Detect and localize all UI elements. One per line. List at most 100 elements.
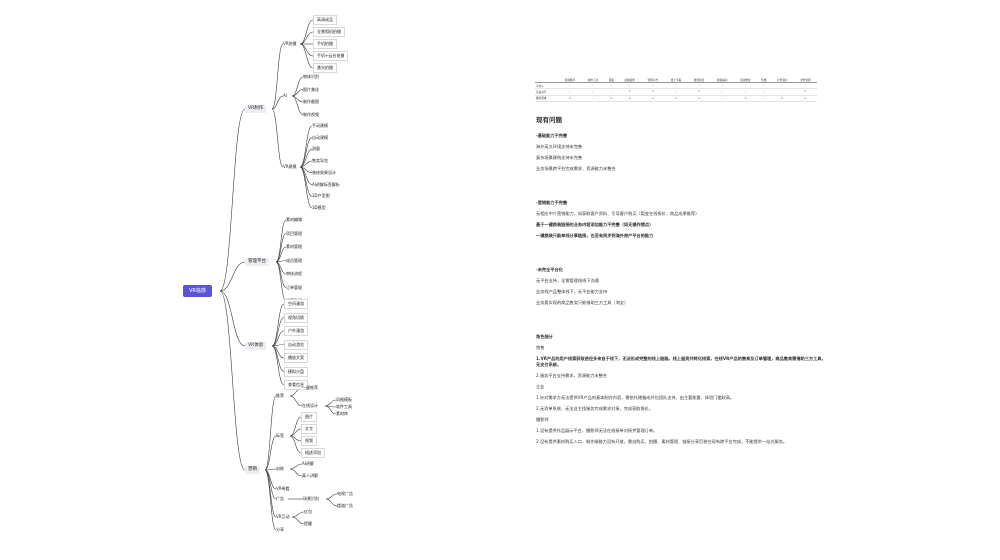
check-icon: ✓ xyxy=(558,88,582,96)
check-icon: ✓ xyxy=(687,82,711,90)
connector xyxy=(275,233,287,263)
cross-icon: ✕ xyxy=(687,88,711,96)
mindmap-leaf: 风格模板 xyxy=(336,397,352,402)
connector xyxy=(271,345,285,372)
connector xyxy=(289,463,303,470)
connector xyxy=(271,108,284,168)
mindmap-leaf: 户外漫游 xyxy=(284,326,308,336)
note-line: 业务线产品整体线下，无平台能力支持 xyxy=(536,289,608,294)
cross-icon: ✕ xyxy=(618,88,642,96)
mindmap-leaf: 楼道广告 xyxy=(337,503,353,508)
mindmap-leaf: 播放文案 xyxy=(284,353,308,363)
connector xyxy=(299,137,313,168)
connector xyxy=(219,290,246,471)
note-line: 海外英文环境支持未完善 xyxy=(536,144,583,149)
check-icon: ✓ xyxy=(558,82,582,90)
cross-icon: ✕ xyxy=(558,95,582,102)
mindmap-leaf: 在线设计 xyxy=(302,403,318,408)
mindmap-leaf: 文字 xyxy=(301,424,317,434)
mindmap-leaf: 手机拍摄 xyxy=(313,39,337,49)
mindmap-subgroup: 训练 xyxy=(276,466,284,471)
note-line: 一键换装只能单线分享链接，也没有同步到海外房产平台的能力 xyxy=(536,233,654,238)
row-label: 竞品对手 xyxy=(535,88,559,96)
mindmap-leaf: 描述添加 xyxy=(301,448,325,458)
note-line: 无相应中介营销能力，如获取客户资料、引导客户购买（裂变在线报价、商品成果推荐） xyxy=(536,211,700,216)
cross-icon: ✕ xyxy=(618,95,642,102)
check-icon: ✓ xyxy=(793,82,817,90)
mindmap-leaf: AI讲解标签解析 xyxy=(312,181,340,187)
connector xyxy=(219,290,246,347)
check-icon: ✓ xyxy=(604,82,619,90)
connector xyxy=(299,43,314,57)
connector xyxy=(275,246,287,263)
check-icon: ✓ xyxy=(770,88,794,96)
row-label: 我的需求 xyxy=(535,95,559,102)
section-heading: -基础能力不完善 xyxy=(536,133,568,138)
cross-icon: ✕ xyxy=(687,95,711,102)
row-label: 平台A xyxy=(535,82,559,90)
table-header-cell: 楼盘预览 xyxy=(687,77,711,84)
table-header-cell: 户型展示 xyxy=(770,77,794,84)
check-icon: ✓ xyxy=(757,88,771,96)
notes-panel: 现有问题 -基础能力不完善 海外英文环境支持未完善 复杂场景建构支持未完善 业务… xyxy=(536,116,826,445)
mindmap-leaf: 自动游览 xyxy=(284,339,308,350)
mindmap-leaf: 真人讲解 xyxy=(302,473,318,478)
note-line: 复杂场景建构支持未完善 xyxy=(536,155,583,160)
connector xyxy=(299,19,314,45)
comparison-table: 营销推荐制作工具简报虚拟装修管理平台线上带看楼盘预览视频看房搭建楼盘售楼户型展示… xyxy=(535,77,817,102)
check-icon: ✓ xyxy=(641,82,665,90)
mindmap-subgroup: VR互动 xyxy=(276,514,290,519)
mindmap-leaf: 激光拍摄 xyxy=(313,63,337,73)
connector xyxy=(289,435,302,454)
connector xyxy=(289,416,302,437)
connector xyxy=(264,469,277,518)
table-row: 我的需求✕✓✕✕✕✕✕✓✕✓✕✕ xyxy=(535,95,817,102)
mindmap-leaf: 高清成品 xyxy=(313,15,337,25)
connector xyxy=(271,303,285,347)
check-icon: ✓ xyxy=(581,95,605,102)
mindmap-leaf: 素材编辑 xyxy=(286,217,302,222)
connector xyxy=(299,31,314,45)
check-icon: ✓ xyxy=(710,95,734,102)
connector xyxy=(264,469,277,531)
mindmap-leaf: 空间漫游 xyxy=(284,299,308,309)
connector xyxy=(271,345,285,386)
check-icon: ✓ xyxy=(581,88,605,96)
note-line: 1.针对需求方无法提供VR产品的基本制作内容，需依托储备成外包团队支持，由主要能… xyxy=(536,395,735,400)
check-icon: ✓ xyxy=(664,88,688,96)
check-icon: ✓ xyxy=(710,82,734,90)
roles-title: 角色细分 xyxy=(536,334,553,339)
mindmap-leaf: 场景识别 xyxy=(303,496,319,501)
connector xyxy=(291,516,305,525)
mindmap-leaf: 制作视频 xyxy=(303,111,319,117)
connector xyxy=(291,511,305,518)
note-line: 业务场景跨平台完成需求、资源能力未整合 xyxy=(536,166,616,171)
note-line: 2.没有提供素材购买入口，制作端能力没有开放，需自购买、拍摄、素材管理、链接分享… xyxy=(536,439,788,444)
table-header-cell: 线上带看 xyxy=(664,77,688,84)
cross-icon: ✕ xyxy=(641,95,665,102)
table-header-cell: 虚拟装修 xyxy=(618,77,642,84)
mindmap-leaf: 一键推荐 xyxy=(302,385,318,390)
table-header-cell: 视频看房 xyxy=(710,77,734,84)
note-line: 1.VR产品的用户线索获取途径多来自于线下，无法形成完整的线上链路。线上留资并转… xyxy=(536,356,826,367)
connector xyxy=(325,498,338,507)
mindmap-leaf: 电视广告 xyxy=(337,491,353,496)
note-line: 基于一键换装链接的业务内容添加能力不完善（如无操作错点） xyxy=(536,222,654,227)
table-row: 竞品对手✓✓✓✕✕✓✕✓✓✓✓✕ xyxy=(535,88,817,96)
mindmap-leaf: 成员管理 xyxy=(286,257,302,263)
table-header-cell: 文件管理 xyxy=(793,77,817,84)
mindmap-leaf: 制作截图 xyxy=(303,99,319,104)
notes-title: 现有问题 xyxy=(536,116,562,124)
connector xyxy=(271,344,285,347)
connector xyxy=(299,160,313,168)
mindmap-subgroup: AI xyxy=(283,93,287,98)
connector xyxy=(264,435,277,471)
mindmap-leaf: 素材管理 xyxy=(286,244,302,249)
mindmap-leaf: 订单管理 xyxy=(286,284,302,290)
mindmap-leaf: 项目管理 xyxy=(286,230,302,236)
mindmap-leaf: 查看信息 xyxy=(284,380,308,390)
connector xyxy=(271,43,284,110)
connector xyxy=(271,330,285,347)
connector xyxy=(299,149,313,168)
mindmap-leaf: AI讲解 xyxy=(302,461,314,466)
